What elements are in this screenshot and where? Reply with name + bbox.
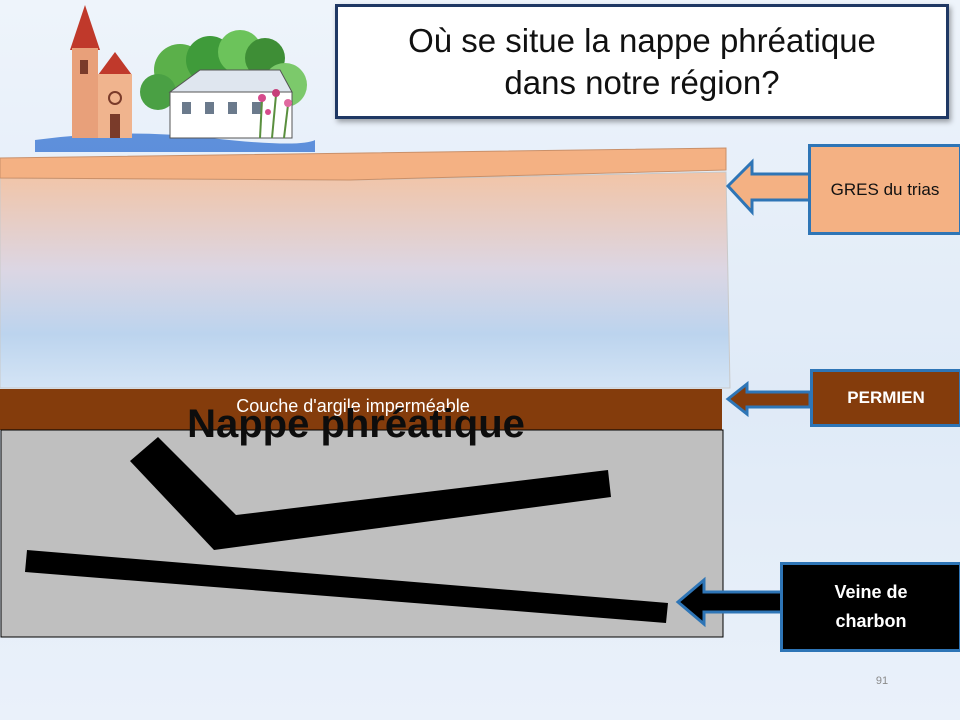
- coal-seam-1: [130, 437, 611, 550]
- permien-callout: PERMIEN: [810, 369, 960, 427]
- title-line-2: dans notre région?: [504, 63, 780, 101]
- veine-callout-line-2: charbon: [835, 611, 907, 631]
- title-box: Où se situe la nappe phréatique dans not…: [335, 4, 949, 119]
- geology-cross-section: Couche d'argile imperméable Nappe phréat…: [0, 140, 740, 650]
- clay-layer-label: Couche d'argile imperméable: [236, 396, 470, 416]
- village-church-watercolor-icon: [35, 5, 315, 152]
- title-line-1: Où se situe la nappe phréatique: [408, 21, 876, 59]
- gres-layer: [0, 147, 727, 181]
- clay-layer: [0, 389, 722, 430]
- gres-callout: GRES du trias: [808, 144, 960, 235]
- gres-arrow-icon: [725, 158, 812, 216]
- permien-arrow-icon: [725, 380, 812, 418]
- permien-callout-label: PERMIEN: [847, 388, 925, 407]
- callout-arrows: [675, 158, 812, 628]
- veine-callout: Veine de charbon: [780, 562, 960, 652]
- veine-arrow-icon: [675, 576, 784, 628]
- veine-callout-line-1: Veine de: [834, 582, 908, 602]
- aquifer-label: Nappe phréatique: [187, 402, 525, 446]
- gres-callout-label: GRES du trias: [830, 179, 940, 199]
- slide-number: 91: [875, 675, 889, 687]
- aquifer-layer: [0, 171, 731, 389]
- coal-seam-2: [25, 550, 668, 623]
